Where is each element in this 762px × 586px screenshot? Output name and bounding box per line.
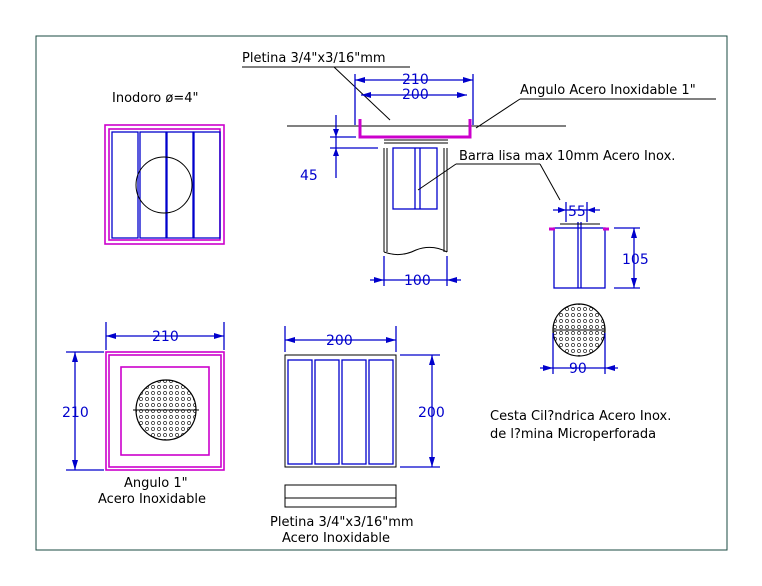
dim-200-vertical: 200 (400, 354, 445, 468)
angulo-top-label: Angulo Acero Inoxidable 1" (520, 83, 696, 98)
barra-label: Barra lisa max 10mm Acero Inox. (459, 149, 675, 164)
cesta-label-2: de l?mina Microperforada (490, 427, 656, 442)
dim-55: 55 (553, 202, 600, 222)
dim-210-horizontal: 210 (105, 322, 225, 350)
angulo-plan (105, 351, 225, 471)
svg-text:55: 55 (568, 204, 586, 220)
dim-100: 100 (370, 256, 461, 289)
angle-profile (358, 119, 472, 139)
dim-200-top: 200 (361, 87, 467, 103)
angulo-label-1: Angulo 1" (124, 476, 188, 491)
pletina-label-1: Pletina 3/4"x3/16"mm (270, 515, 414, 530)
dim-200-horizontal: 200 (284, 326, 397, 352)
svg-text:105: 105 (622, 252, 649, 268)
svg-text:200: 200 (418, 405, 445, 421)
svg-text:210: 210 (402, 72, 429, 88)
angulo-label-2: Acero Inoxidable (98, 492, 206, 507)
dim-210-top: 210 (354, 72, 474, 125)
dim-105: 105 (614, 227, 649, 289)
cesta-plan (552, 303, 606, 357)
svg-text:45: 45 (300, 168, 318, 184)
dim-90: 90 (540, 333, 618, 377)
sheet-frame (35, 35, 728, 551)
svg-text:100: 100 (404, 273, 431, 289)
dim-45: 45 (300, 115, 378, 184)
svg-text:90: 90 (569, 361, 587, 377)
pletina-top-label: Pletina 3/4"x3/16"mm (242, 51, 386, 66)
pletina-label-2: Acero Inoxidable (282, 531, 390, 546)
svg-text:210: 210 (62, 405, 89, 421)
inodoro-plan (104, 124, 225, 245)
cesta-elevation (549, 222, 609, 289)
inodoro-label: Inodoro ø=4" (112, 91, 198, 106)
cesta-label-1: Cesta Cil?ndrica Acero Inox. (490, 409, 671, 424)
dim-210-vertical: 210 (62, 351, 104, 471)
grate-plan (284, 354, 397, 468)
svg-text:200: 200 (402, 87, 429, 103)
pipe-section (383, 147, 448, 256)
svg-text:210: 210 (152, 329, 179, 345)
pletina-elevation (284, 484, 397, 508)
svg-text:200: 200 (326, 333, 353, 349)
